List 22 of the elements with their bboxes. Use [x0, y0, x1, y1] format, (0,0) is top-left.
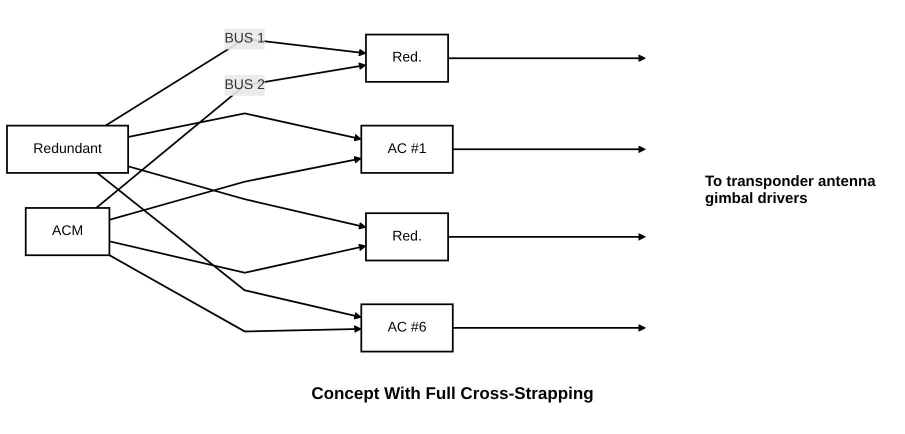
- caption: Concept With Full Cross-Strapping: [310, 384, 595, 404]
- note-text: To transponder antenna gimbal drivers: [705, 173, 877, 207]
- arrow: [96, 172, 362, 320]
- node-box: AC #6: [360, 303, 454, 352]
- arrow: [452, 145, 646, 154]
- node-box: Redundant: [6, 124, 129, 174]
- node-box: Red.: [365, 34, 449, 83]
- arrow: [448, 233, 646, 241]
- arrow: [128, 112, 362, 142]
- arrow: [448, 54, 646, 62]
- node-box: AC #1: [360, 124, 454, 174]
- node-box: Red.: [365, 212, 449, 262]
- arrow: [96, 62, 366, 209]
- edge-label: BUS 2: [224, 77, 265, 92]
- arrow: [108, 254, 362, 333]
- arrow: [109, 156, 362, 221]
- arrow: [452, 324, 646, 332]
- arrow: [105, 38, 366, 126]
- arrow: [128, 166, 366, 230]
- node-box: ACM: [24, 207, 110, 256]
- arrow: [109, 240, 366, 274]
- edge-label: BUS 1: [224, 31, 265, 46]
